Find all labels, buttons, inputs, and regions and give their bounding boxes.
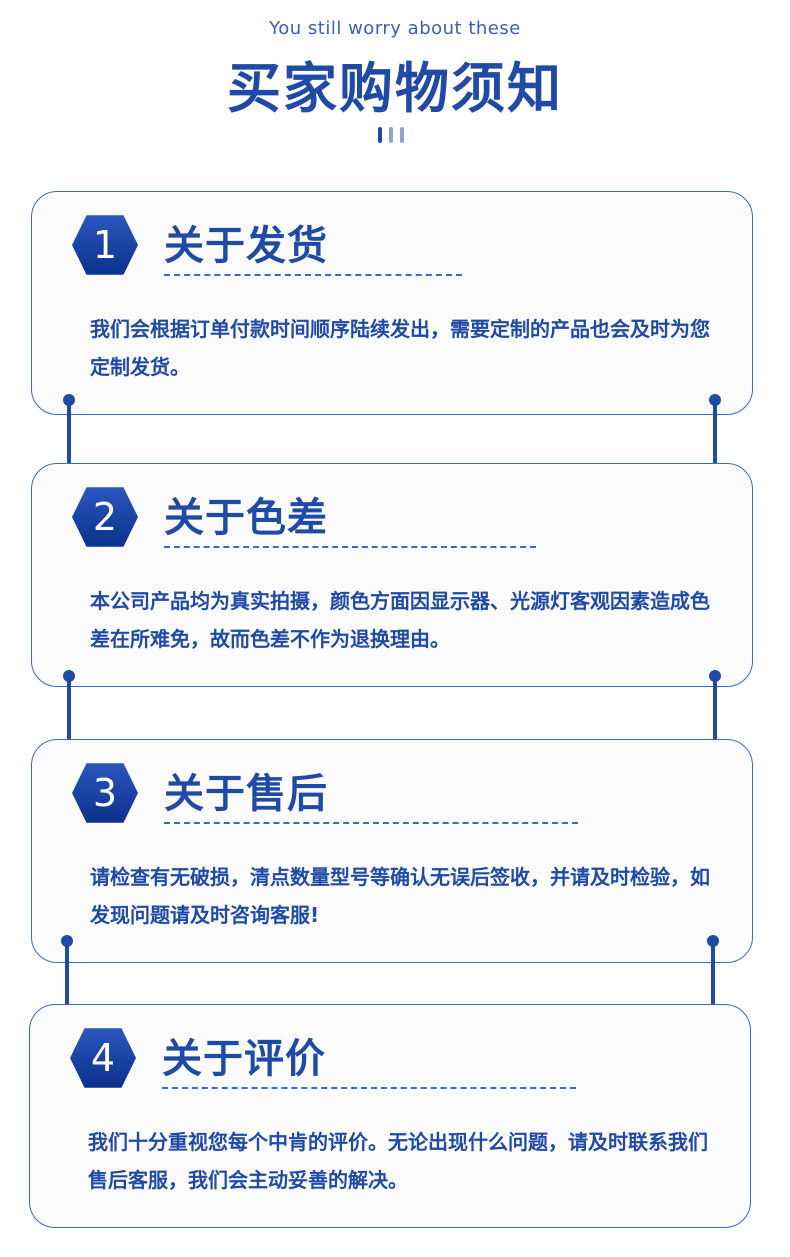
dashed-divider (164, 274, 462, 276)
dashed-divider (162, 1087, 576, 1089)
card-title: 关于售后 (164, 771, 328, 817)
title-divider-bars (378, 127, 404, 143)
card-title: 关于评价 (162, 1036, 326, 1082)
notice-card-color-difference: 2 关于色差 本公司产品均为真实拍摄，颜色方面因显示器、光源灯客观因素造成色差在… (31, 463, 753, 687)
card-body-text: 请检查有无破损，清点数量型号等确认无误后签收，并请及时检验，如发现问题请及时咨询… (90, 865, 710, 927)
card-body-text: 我们十分重视您每个中肯的评价。无论出现什么问题，请及时联系我们售后客服，我们会主… (88, 1130, 708, 1192)
dashed-divider (164, 546, 536, 548)
hexagon-number-badge: 3 (72, 763, 138, 823)
card-body-text: 我们会根据订单付款时间顺序陆续发出，需要定制的产品也会及时为您定制发货。 (90, 317, 710, 379)
notice-card-shipping: 1 关于发货 我们会根据订单付款时间顺序陆续发出，需要定制的产品也会及时为您定制… (31, 191, 753, 415)
hexagon-number-badge: 1 (72, 215, 138, 275)
page-subtitle: You still worry about these (269, 18, 521, 39)
card-title: 关于色差 (164, 495, 328, 541)
card-body-text: 本公司产品均为真实拍摄，颜色方面因显示器、光源灯客观因素造成色差在所难免，故而色… (90, 589, 710, 651)
page-title: 买家购物须知 (227, 57, 563, 120)
divider-bar-dark (378, 127, 382, 143)
hexagon-number-badge: 2 (72, 487, 138, 547)
divider-bar-light (400, 127, 404, 143)
card-title: 关于发货 (164, 223, 328, 269)
hexagon-number-badge: 4 (70, 1028, 136, 1088)
notice-card-after-sales: 3 关于售后 请检查有无破损，清点数量型号等确认无误后签收，并请及时检验，如发现… (31, 739, 753, 963)
dashed-divider (164, 822, 578, 824)
notice-card-review: 4 关于评价 我们十分重视您每个中肯的评价。无论出现什么问题，请及时联系我们售后… (29, 1004, 751, 1228)
divider-bar-light (389, 127, 393, 143)
